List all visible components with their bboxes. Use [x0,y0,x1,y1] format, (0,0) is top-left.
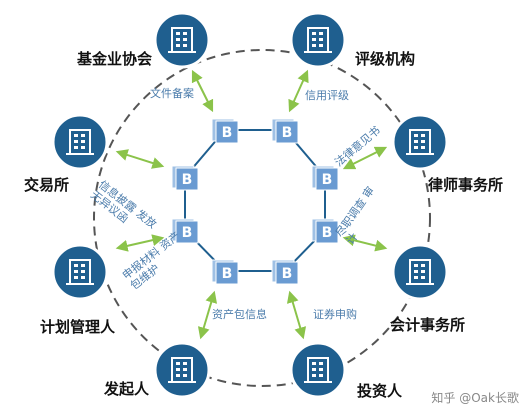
faqi-node-icon [153,341,211,399]
block-5: B [271,259,299,285]
arrow-jijinye [191,69,214,113]
block-1: B [211,118,239,144]
watermark: 知乎 @Oak长歌 [431,391,519,405]
jiaoyi-node-icon [51,113,109,171]
edge-label-jijinye: 文件备案 [150,87,194,100]
block-label: B [322,172,333,188]
node-label-jijinye: 基金业协会 [77,50,153,68]
block-6: B [211,259,239,285]
node-label-jiaoyi: 交易所 [24,176,70,194]
block-label: B [282,125,293,141]
pingji-node-icon [289,11,347,69]
arrow-kuaiji [342,234,388,252]
node-label-touzi: 投资人 [357,382,403,400]
kuaiji-node-icon [391,243,449,301]
outer-dashed-ring [93,49,431,387]
block-label: B [222,125,233,141]
arrow-jihua [115,234,165,252]
lvshi-node-icon [391,113,449,171]
node-label-kuaiji: 会计事务所 [390,316,466,334]
block-label: B [222,266,233,282]
block-label: B [182,225,193,241]
block-4: B [311,218,339,244]
chain-links [184,129,326,272]
edge-label-faqi: 资产包信息 [212,308,267,321]
arrow-lvshi [342,146,388,170]
edge-label-touzi: 证券申购 [313,308,357,321]
jijinye-node-icon [153,11,211,69]
block-2: B [271,118,299,144]
block-label: B [282,266,293,282]
block-3: B [311,165,339,191]
touzi-node-icon [289,341,347,399]
arrow-jiaoyi [115,149,165,169]
arrow-touzi [286,290,307,340]
node-label-jihua: 计划管理人 [40,318,116,336]
node-label-lvshi: 律师事务所 [428,176,504,194]
block-8: B [171,165,199,191]
arrow-pingji [288,69,309,113]
jihua-node-icon [51,243,109,301]
arrow-faqi [197,290,218,340]
block-label: B [322,225,333,241]
block-7: B [171,218,199,244]
block-label: B [182,172,193,188]
node-label-faqi: 发起人 [104,380,150,398]
edge-label-pingji: 信用评级 [305,89,349,102]
node-label-pingji: 评级机构 [355,50,416,68]
